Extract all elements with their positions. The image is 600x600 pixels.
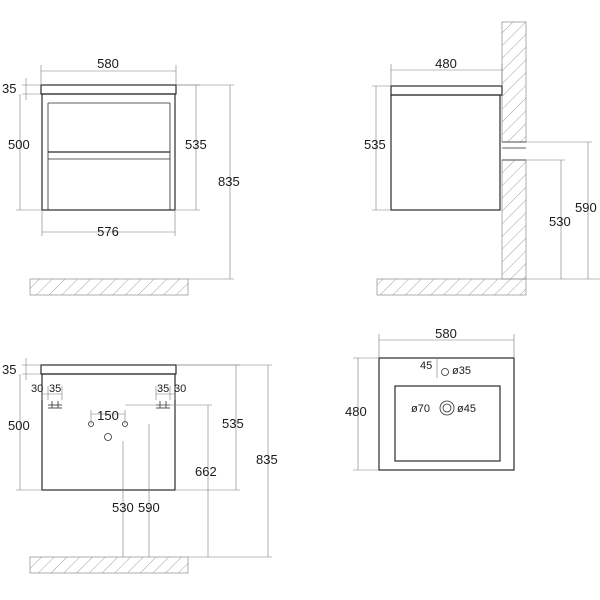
side-countertop: [390, 85, 503, 96]
top-width-label: 580: [435, 326, 457, 341]
rear-drain-hole: [104, 433, 112, 441]
top-drain-inner: [442, 403, 452, 413]
side-wall-hatch-lower: [501, 159, 527, 280]
side-floor-hatch: [376, 278, 527, 296]
front-drawer-height-label: 500: [8, 137, 30, 152]
top-basin: [394, 385, 501, 462]
top-tap-offset-label: 45: [420, 360, 432, 372]
rear-floor-hatch: [29, 556, 189, 574]
rear-drawer-height-label: 500: [8, 418, 30, 433]
rear-view: 35 30 35 35 30 150 500 535 662: [2, 358, 278, 574]
rear-total-height-label: 835: [256, 452, 278, 467]
rear-bracket-right: [156, 401, 170, 409]
rear-bracket-left: [48, 401, 62, 409]
front-floor-hatch: [29, 278, 189, 296]
front-cabinet-body: [41, 93, 176, 211]
top-depth-label: 480: [345, 404, 367, 419]
rear-bracket-right-2-label: 30: [174, 383, 186, 395]
top-tap-hole-label: ø35: [452, 365, 471, 377]
rear-bracket-left-2-label: 35: [49, 383, 61, 395]
rear-body-height-label: 535: [222, 416, 244, 431]
rear-bracket-right-1-label: 35: [157, 383, 169, 395]
front-countertop: [40, 84, 177, 95]
front-total-height-label: 835: [218, 174, 240, 189]
top-view: 580 480 45 ø35 ø70 ø45: [345, 326, 515, 471]
side-body-height-label: 535: [364, 137, 386, 152]
rear-bracket-left-1-label: 30: [31, 383, 43, 395]
top-sink-outline: [378, 357, 515, 471]
rear-countertop: [40, 364, 177, 375]
rear-pipe-height-label: 662: [195, 464, 217, 479]
side-mount-height-label: 530: [549, 214, 571, 229]
side-wall-hatch-upper: [501, 21, 527, 143]
front-top-thickness-label: 35: [2, 81, 16, 96]
front-width-top-label: 580: [97, 56, 119, 71]
side-cabinet-body: [390, 94, 501, 211]
rear-drain-height-1-label: 530: [112, 500, 134, 515]
side-depth-label: 480: [435, 56, 457, 71]
rear-hole-spacing-label: 150: [97, 408, 119, 423]
top-drain-outer: [439, 400, 455, 416]
top-drain-outer-label: ø70: [411, 403, 430, 415]
side-view: 480 535 530 590: [364, 21, 600, 296]
top-drain-inner-label: ø45: [457, 403, 476, 415]
top-tap-hole: [441, 368, 449, 376]
rear-drain-height-2-label: 590: [138, 500, 160, 515]
side-mount-height-2-label: 590: [575, 200, 597, 215]
front-width-bottom-label: 576: [97, 224, 119, 239]
front-body-height-label: 535: [185, 137, 207, 152]
rear-cabinet-body: [41, 373, 176, 491]
rear-top-thickness-label: 35: [2, 362, 16, 377]
front-view: 580 35 500 535 835 576: [2, 56, 240, 296]
